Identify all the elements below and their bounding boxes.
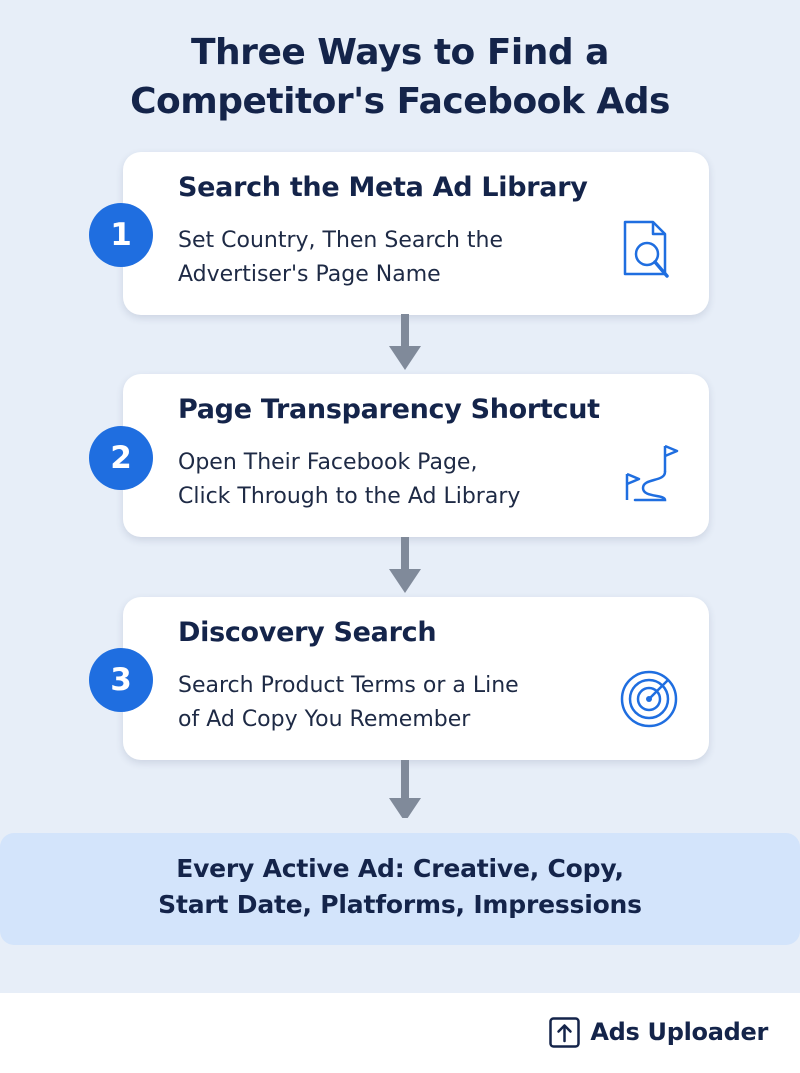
step-description: Set Country, Then Search the Advertiser'… [178,224,503,292]
arrow-down-icon [389,314,421,370]
step-number-badge-3: 3 [89,648,153,712]
step-description-line-2: Advertiser's Page Name [178,262,441,287]
step-description-line-2: of Ad Copy You Remember [178,707,471,732]
step-heading: Page Transparency Shortcut [178,394,600,425]
step-number-badge-2: 2 [89,426,153,490]
step-number-badge-1: 1 [89,203,153,267]
brand-logo: Ads Uploader [549,1014,768,1050]
step-description-line-1: Search Product Terms or a Line [178,673,519,698]
step-description: Open Their Facebook Page, Click Through … [178,446,520,514]
step-description-line-1: Set Country, Then Search the [178,228,504,253]
title-line-2: Competitor's Facebook Ads [130,81,670,122]
step-heading: Discovery Search [178,617,437,648]
arrow-down-icon [389,760,421,818]
result-line-1: Every Active Ad: Creative, Copy, [176,854,624,883]
step-description-line-1: Open Their Facebook Page, [178,450,478,475]
upload-box-icon [549,1016,581,1048]
step-card-2: Page Transparency Shortcut Open Their Fa… [123,374,709,537]
step-card-3: Discovery Search Search Product Terms or… [123,597,709,760]
result-line-2: Start Date, Platforms, Impressions [158,890,642,919]
result-box: Every Active Ad: Creative, Copy, Start D… [0,833,800,945]
radar-icon [620,670,678,728]
step-heading: Search the Meta Ad Library [178,172,588,203]
title-line-1: Three Ways to Find a [191,32,609,73]
document-search-icon [623,220,669,278]
step-description: Search Product Terms or a Line of Ad Cop… [178,669,519,737]
brand-name: Ads Uploader [590,1018,768,1046]
arrow-down-icon [389,537,421,593]
flag-path-icon [625,444,679,502]
page-title: Three Ways to Find a Competitor's Facebo… [0,28,800,126]
step-card-1: Search the Meta Ad Library Set Country, … [123,152,709,315]
step-description-line-2: Click Through to the Ad Library [178,484,521,509]
